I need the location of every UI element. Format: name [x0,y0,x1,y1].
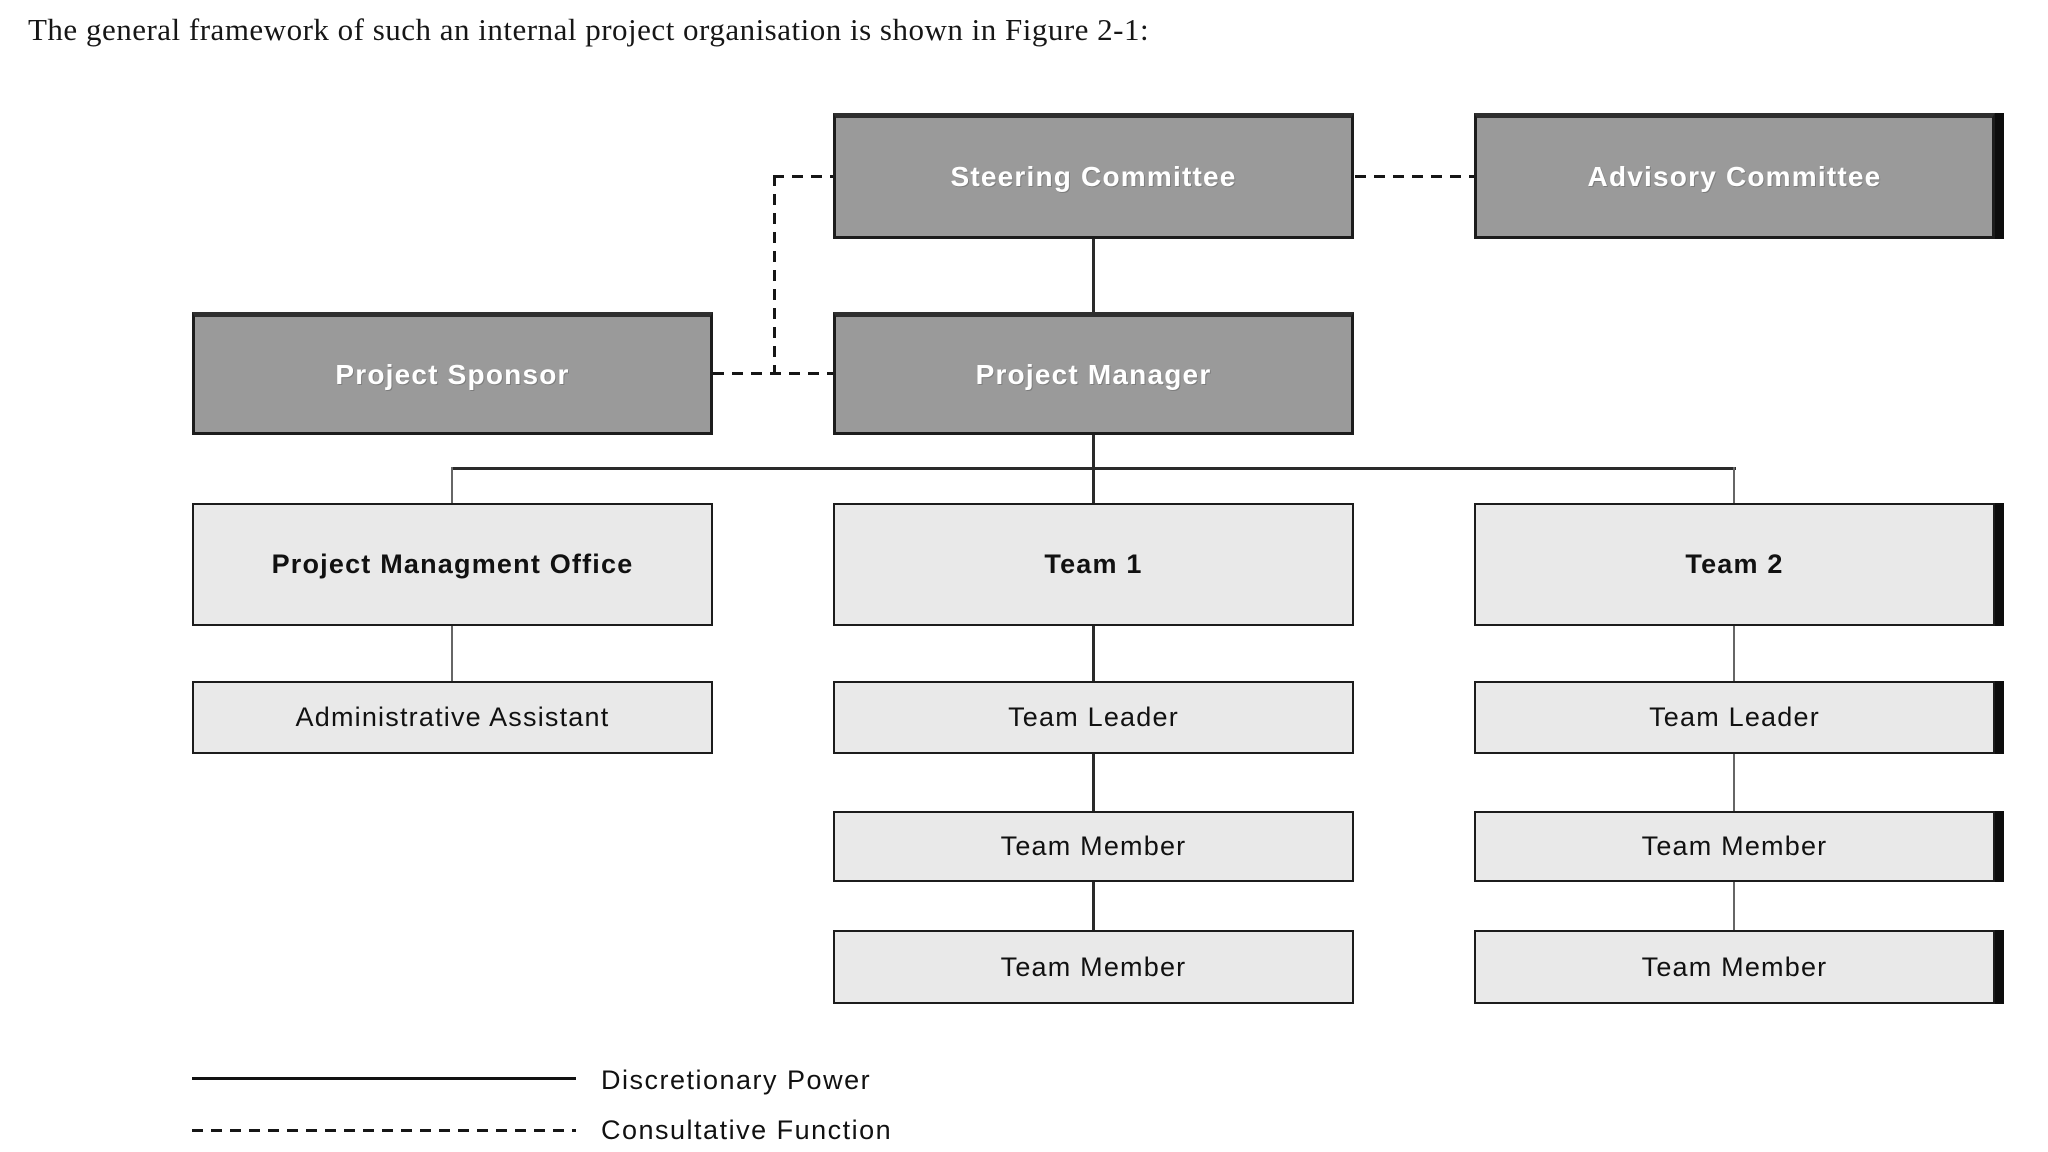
connector-member2-to-member [1733,882,1735,930]
connector-team1-to-leader [1092,626,1095,681]
node-team-1-member-2: Team Member [833,930,1354,1004]
node-advisory-committee: Advisory Committee [1474,113,1995,239]
connector-leader2-to-member [1733,754,1735,811]
connector-leader1-to-member [1092,754,1095,811]
dashed-connector-steering-to-advisory [1355,175,1474,178]
connector-member1-to-member [1092,882,1095,930]
node-team-1-member-1: Team Member [833,811,1354,882]
connector-manager-to-bus [1092,435,1095,468]
connector-pmo-to-assistant [451,626,453,681]
connector-team2-to-leader [1733,626,1735,681]
node-team-2-member-2: Team Member [1474,930,1995,1004]
figure-caption: The general framework of such an interna… [28,12,1150,47]
connector-bus-to-pmo [451,467,453,505]
connector-bus-to-team1 [1092,467,1095,505]
node-administrative-assistant: Administrative Assistant [192,681,713,754]
legend-dashed-line-sample [192,1129,576,1132]
connector-steering-to-manager [1092,239,1095,312]
node-project-management-office: Project Managment Office [192,503,713,626]
node-team-2-member-1: Team Member [1474,811,1995,882]
dashed-connector-sponsor-to-manager [713,372,833,375]
node-project-manager: Project Manager [833,312,1354,435]
connector-bus-to-team2 [1733,467,1735,505]
node-team-1-leader: Team Leader [833,681,1354,754]
legend-label-discretionary-power: Discretionary Power [601,1065,872,1095]
legend-label-consultative-function: Consultative Function [601,1115,893,1145]
node-steering-committee: Steering Committee [833,113,1354,239]
legend-solid-line-sample [192,1077,576,1080]
node-team-2-leader: Team Leader [1474,681,1995,754]
node-team-2: Team 2 [1474,503,1995,626]
dashed-connector-steering-to-sponsor-line [773,175,776,375]
node-project-sponsor: Project Sponsor [192,312,713,435]
node-team-1: Team 1 [833,503,1354,626]
dashed-connector-steering-horizontal [773,175,833,178]
